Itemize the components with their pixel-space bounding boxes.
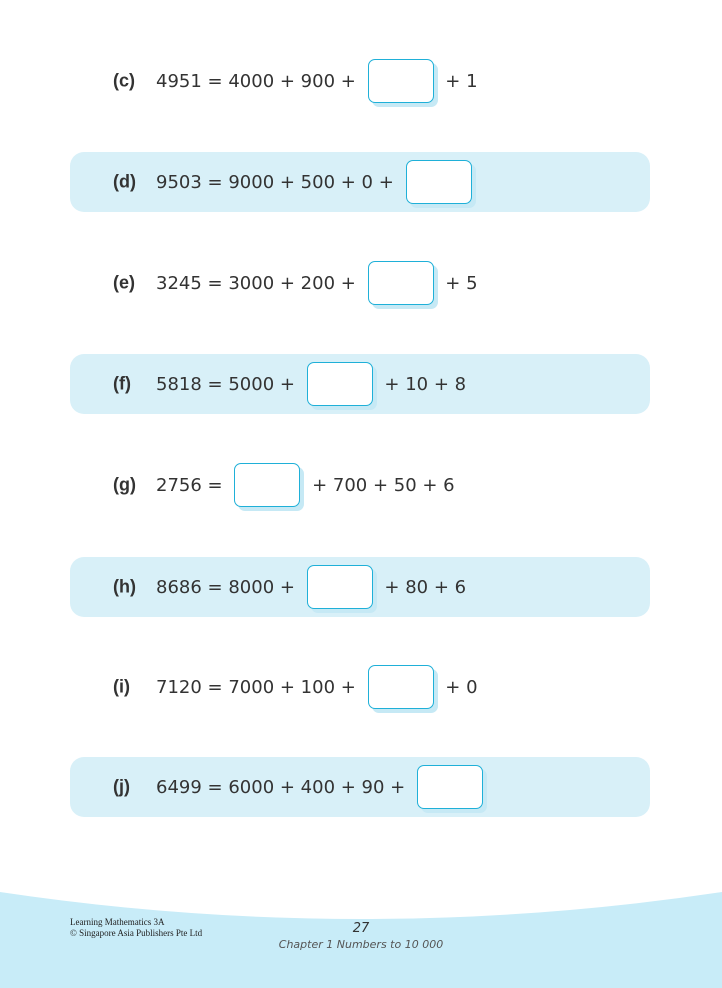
question-row-f: (f) 5818 = 5000 + + 10 + 8 xyxy=(70,354,650,414)
equation: 7120 = 7000 + 100 + + 0 xyxy=(156,665,478,709)
equation-right: + 0 xyxy=(439,676,478,698)
question-row-e: (e) 3245 = 3000 + 200 + + 5 xyxy=(70,253,650,313)
equation-right: + 80 + 6 xyxy=(378,576,467,598)
equation: 5818 = 5000 + + 10 + 8 xyxy=(156,362,466,406)
publisher-info: Learning Mathematics 3A © Singapore Asia… xyxy=(70,917,202,939)
answer-box[interactable] xyxy=(405,160,472,204)
question-label: (d) xyxy=(113,171,136,192)
answer-box[interactable] xyxy=(306,565,373,609)
equation-left: 7120 = 7000 + 100 + xyxy=(156,676,362,698)
equation: 3245 = 3000 + 200 + + 5 xyxy=(156,261,478,305)
answer-box[interactable] xyxy=(367,59,434,103)
equation-left: 2756 = xyxy=(156,474,229,496)
equation-right: + 5 xyxy=(439,272,478,294)
question-row-j: (j) 6499 = 6000 + 400 + 90 + xyxy=(70,757,650,817)
equation-left: 9503 = 9000 + 500 + 0 + xyxy=(156,171,400,193)
equation: 4951 = 4000 + 900 + + 1 xyxy=(156,59,478,103)
footer-wave xyxy=(0,892,722,988)
question-row-h: (h) 8686 = 8000 + + 80 + 6 xyxy=(70,557,650,617)
answer-box[interactable] xyxy=(367,665,434,709)
question-label: (h) xyxy=(113,576,136,597)
answer-box[interactable] xyxy=(306,362,373,406)
question-row-g: (g) 2756 = + 700 + 50 + 6 xyxy=(70,455,650,515)
chapter-title: Chapter 1 Numbers to 10 000 xyxy=(278,938,444,951)
question-label: (e) xyxy=(113,272,135,293)
equation-right: + 700 + 50 + 6 xyxy=(306,474,455,496)
copyright-text: © Singapore Asia Publishers Pte Ltd xyxy=(70,928,203,938)
book-title: Learning Mathematics 3A xyxy=(70,917,165,927)
equation: 9503 = 9000 + 500 + 0 + xyxy=(156,160,478,204)
question-row-i: (i) 7120 = 7000 + 100 + + 0 xyxy=(70,657,650,717)
equation-left: 6499 = 6000 + 400 + 90 + xyxy=(156,776,411,798)
equation-right: + 10 + 8 xyxy=(378,373,467,395)
answer-box[interactable] xyxy=(234,463,301,507)
answer-box[interactable] xyxy=(416,765,483,809)
equation-left: 5818 = 5000 + xyxy=(156,373,301,395)
equation: 6499 = 6000 + 400 + 90 + xyxy=(156,765,489,809)
equation: 2756 = + 700 + 50 + 6 xyxy=(156,463,455,507)
question-label: (g) xyxy=(113,474,136,495)
equation-right: + 1 xyxy=(439,70,478,92)
question-label: (c) xyxy=(113,70,135,91)
question-label: (j) xyxy=(113,776,130,797)
question-row-d: (d) 9503 = 9000 + 500 + 0 + xyxy=(70,152,650,212)
page-number: 27 xyxy=(352,921,370,936)
question-label: (f) xyxy=(113,373,131,394)
equation-left: 8686 = 8000 + xyxy=(156,576,301,598)
answer-box[interactable] xyxy=(367,261,434,305)
equation-left: 3245 = 3000 + 200 + xyxy=(156,272,362,294)
equation: 8686 = 8000 + + 80 + 6 xyxy=(156,565,466,609)
question-label: (i) xyxy=(113,676,130,697)
equation-left: 4951 = 4000 + 900 + xyxy=(156,70,362,92)
question-row-c: (c) 4951 = 4000 + 900 + + 1 xyxy=(70,51,650,111)
